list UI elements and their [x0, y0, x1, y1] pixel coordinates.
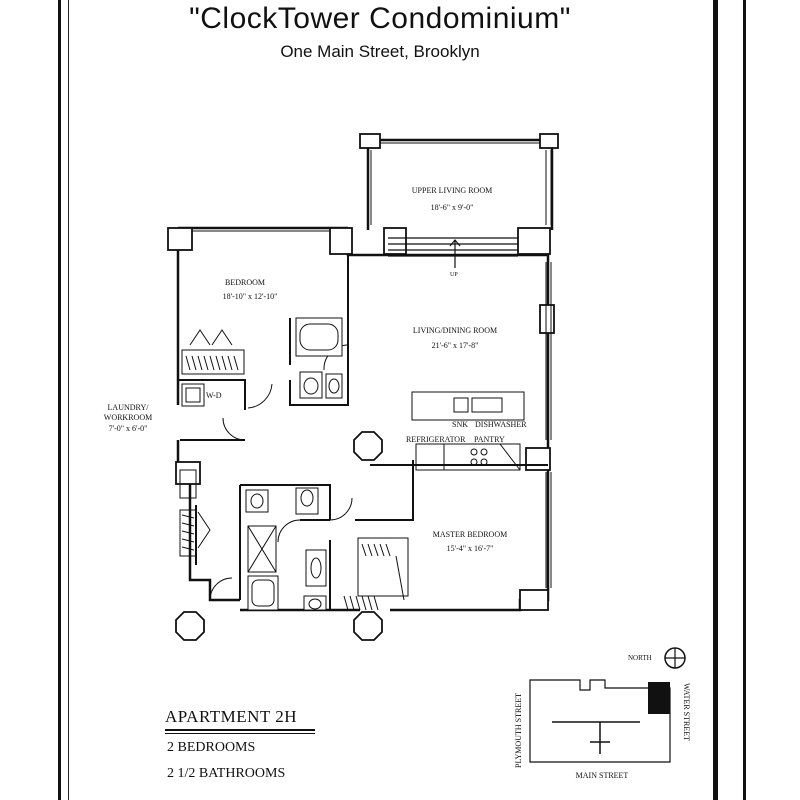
bedroom-label: BEDROOM	[225, 278, 265, 287]
washer-dryer-label: W-D	[206, 391, 222, 400]
building-title: "ClockTower Condominium"	[189, 2, 571, 35]
refrigerator-label: REFRIGERATOR	[406, 435, 466, 444]
laundry-size: 7'-0" x 6'-0"	[109, 424, 148, 433]
master-bedroom-label: MASTER BEDROOM	[433, 530, 507, 539]
laundry-label-line2: WORKROOM	[104, 413, 152, 422]
windows	[192, 142, 552, 588]
upper-living-room-size: 18'-6" x 9'-0"	[431, 203, 474, 212]
stair-up-label: UP	[450, 272, 458, 278]
apartment-bedrooms: 2 BEDROOMS	[167, 740, 256, 755]
building-address: One Main Street, Brooklyn	[280, 42, 480, 61]
living-dining-size: 21'-6" x 17'-8"	[432, 341, 479, 350]
upper-living-room-label: UPPER LIVING ROOM	[412, 186, 492, 195]
north-label: NORTH	[628, 654, 652, 662]
water-street-label: WATER STREET	[682, 683, 691, 741]
outer-frame	[58, 0, 746, 800]
plymouth-street-label: PLYMOUTH STREET	[514, 693, 523, 768]
sink-label: SNK	[452, 420, 468, 429]
master-bedroom-size: 15'-4" x 16'-7"	[447, 544, 494, 553]
main-street-label: MAIN STREET	[576, 771, 629, 780]
key-plan: NORTH PLYMOUTH STREET WATER STREET MAIN …	[514, 647, 691, 780]
stair	[388, 237, 518, 268]
interior-walls	[178, 255, 548, 610]
apartment-underline-thin	[165, 733, 315, 734]
laundry-label-line1: LAUNDRY/	[108, 403, 150, 412]
apartment-bathrooms: 2 1/2 BATHROOMS	[167, 766, 286, 781]
bath-fixtures	[245, 317, 343, 611]
door-swings	[209, 344, 353, 601]
pantry-label: PANTRY	[474, 435, 505, 444]
closets	[179, 329, 409, 611]
apartment-location-marker	[648, 682, 670, 714]
inner-frame	[68, 0, 718, 800]
dishwasher-label: DISHWASHER	[475, 420, 527, 429]
octagonal-columns	[175, 431, 383, 641]
kitchen-laundry	[181, 383, 525, 471]
apartment-underline	[165, 729, 315, 731]
apartment-name: APARTMENT 2H	[165, 707, 298, 726]
bedroom-size: 18'-10" x 12'-10"	[223, 292, 278, 301]
living-dining-label: LIVING/DINING ROOM	[413, 326, 497, 335]
exterior-walls	[176, 138, 554, 612]
